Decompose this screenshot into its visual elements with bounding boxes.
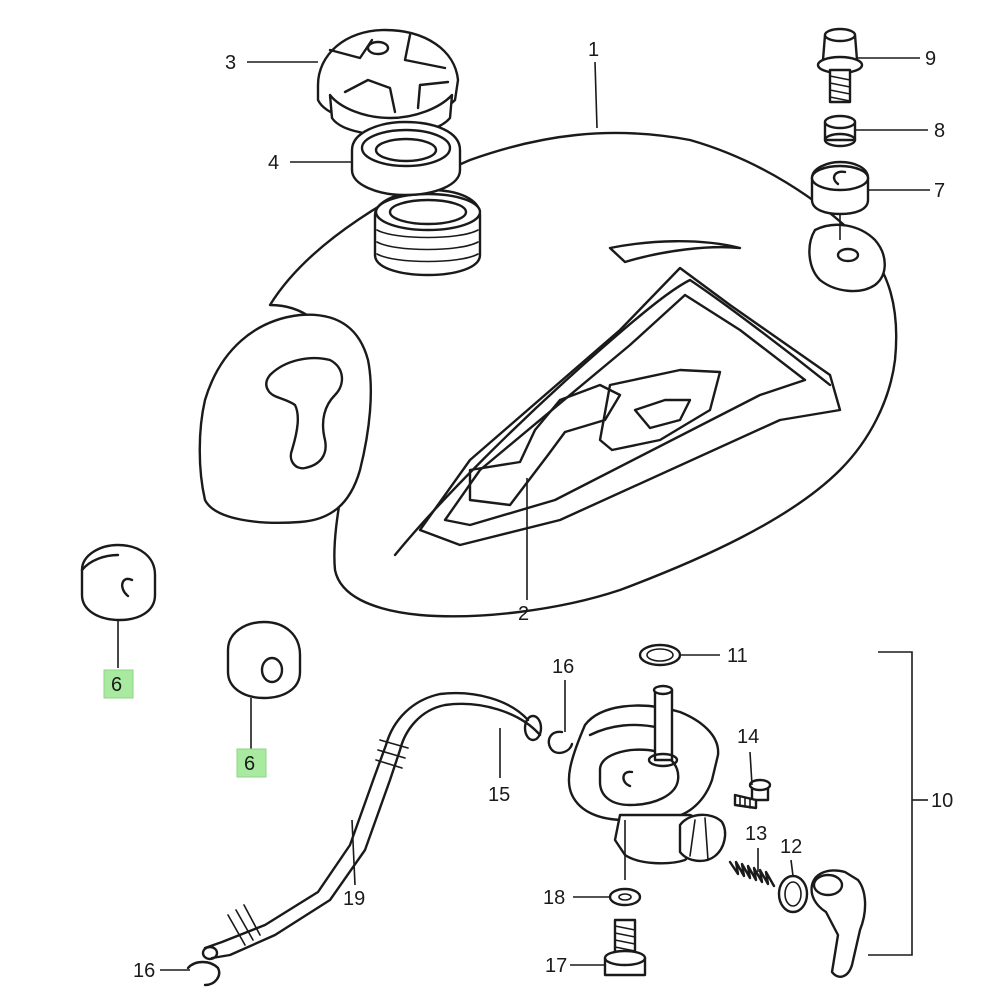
label-part-4[interactable]: 4 [268,152,279,174]
label-part-3[interactable]: 3 [225,52,236,74]
label-part-9[interactable]: 9 [925,48,936,70]
label-part-18[interactable]: 18 [543,887,565,909]
label-part-15[interactable]: 15 [488,784,510,806]
label-part-2[interactable]: 2 [518,603,529,625]
o-ring-11[interactable] [638,643,682,667]
assembly-10-bracket [868,651,913,956]
fuel-cap[interactable] [316,28,460,137]
cushion-6-right[interactable] [226,620,302,700]
spring-13[interactable] [728,860,776,888]
highlight-6-right [236,748,267,778]
label-part-16-bottom[interactable]: 16 [133,960,155,982]
label-part-16-top[interactable]: 16 [552,656,574,678]
bolt-9[interactable] [816,27,864,104]
highlight-6-left [103,669,134,699]
outlet-elbow[interactable] [810,869,867,978]
washer-18[interactable] [608,887,642,907]
label-part-17[interactable]: 17 [545,955,567,977]
label-part-13[interactable]: 13 [745,823,767,845]
label-part-6-right[interactable]: 6 [244,753,255,775]
clamp-16-bottom[interactable] [186,960,221,987]
label-part-12[interactable]: 12 [780,836,802,858]
cap-gasket[interactable] [350,120,462,197]
screw-14[interactable] [733,778,772,810]
label-part-6-left[interactable]: 6 [111,674,122,696]
fuel-hose[interactable] [201,692,543,961]
leader-lines [117,57,930,971]
label-part-10[interactable]: 10 [931,790,953,812]
cushion-7[interactable] [810,160,870,216]
fuel-cock-assembly[interactable] [567,684,727,865]
collar-8[interactable] [823,114,857,148]
label-part-1[interactable]: 1 [588,39,599,61]
label-part-7[interactable]: 7 [934,180,945,202]
clamp-16-top[interactable] [547,730,574,755]
fuel-tank[interactable] [198,131,898,618]
label-part-11[interactable]: 11 [727,645,748,667]
bolt-17[interactable] [603,918,647,977]
label-part-19[interactable]: 19 [343,888,365,910]
cushion-6-left[interactable] [80,543,157,622]
label-part-8[interactable]: 8 [934,120,945,142]
label-part-14[interactable]: 14 [737,726,759,748]
